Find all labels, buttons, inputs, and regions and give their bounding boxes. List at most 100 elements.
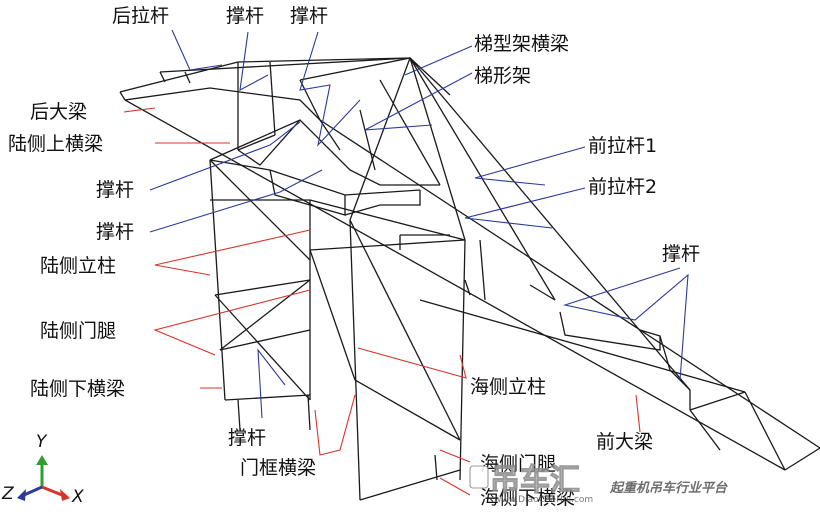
label-strut-top-2: 撑杆 (290, 5, 328, 27)
upper-strut-4 (237, 119, 301, 166)
component-labels: 后拉杆 撑杆 撑杆 梯型架横梁 梯形架 后大梁 陆侧上横梁 前拉杆1 前拉杆2 … (8, 5, 700, 509)
leader-land-column (154, 229, 311, 276)
rear-girder-edge (119, 91, 126, 101)
label-land-portal-leg: 陆侧门腿 (40, 320, 116, 342)
trolley-block (559, 311, 661, 351)
girder-top-edge (124, 99, 786, 471)
axis-x-label: X (71, 487, 84, 507)
leader-strut-left-1 (149, 121, 301, 191)
label-sea-lower-crossbeam: 海侧下横梁 (480, 487, 575, 509)
crane-wireframe (119, 57, 820, 501)
label-rear-girder: 后大梁 (30, 101, 87, 123)
rear-girder-underside (124, 87, 321, 121)
label-front-tie-rod-1: 前拉杆1 (588, 135, 657, 157)
upper-strut-2 (269, 61, 276, 136)
lower-leg-2 (307, 394, 311, 431)
leader-front-tie-rod-1 (474, 146, 586, 186)
upper-box-2 (344, 190, 421, 216)
girder-inner-2 (689, 391, 746, 411)
lower-leg-1 (237, 399, 241, 431)
leader-strut-left-2 (149, 169, 323, 233)
label-land-lower-crossbeam: 陆侧下横梁 (30, 378, 125, 400)
upper-box (269, 169, 346, 216)
label-land-upper-crossbeam: 陆侧上横梁 (8, 133, 103, 155)
leader-strut-right (562, 267, 689, 381)
rear-girder-outline (119, 57, 411, 93)
ladder-frame-brace (379, 79, 441, 186)
land-column-diag-2 (219, 279, 311, 351)
axis-z-arrow (23, 485, 43, 497)
axis-y-head (36, 455, 48, 465)
leader-rear-girder (123, 107, 156, 113)
sea-column-1 (349, 219, 361, 501)
girder-inner-4 (744, 391, 786, 471)
leader-strut-bottom (257, 348, 286, 419)
leader-sea-lower-crossbeam (439, 477, 471, 496)
label-land-column: 陆侧立柱 (40, 255, 116, 277)
rear-girder-link (184, 71, 191, 84)
upper-strut-6 (319, 119, 341, 151)
watermark-logo-mark (469, 465, 489, 489)
land-column-diag-1 (214, 294, 311, 401)
coordinate-axes: Y Z X (1, 432, 84, 507)
label-strut-left-1: 撑杆 (96, 179, 134, 201)
watermark: 吊车汇 www.DiaoCheHui.com 起重机吊车行业平台 (469, 462, 728, 505)
label-door-frame-beam: 门框横梁 (240, 457, 316, 479)
leader-sea-portal-leg (439, 449, 471, 463)
leader-front-tie-rod-2 (464, 187, 586, 229)
label-sea-column: 海侧立柱 (470, 376, 546, 398)
land-column-brace-5 (224, 394, 311, 401)
sea-column-diag (349, 219, 461, 441)
sea-column-2 (459, 239, 466, 481)
axis-y-label: Y (36, 432, 48, 452)
watermark-brand: 吊车汇 (490, 463, 580, 498)
leader-strut-top-2 (299, 31, 361, 147)
girder-mid-box-5 (529, 284, 556, 301)
sea-column-brace-4 (359, 469, 461, 501)
upper-strut-3 (237, 134, 276, 151)
leader-ladder-frame (364, 72, 473, 131)
blue-leader-lines (149, 29, 689, 419)
sea-column-brace-3 (354, 379, 461, 441)
ladder-frame-front-leg (409, 57, 466, 241)
axis-x-head (60, 489, 70, 501)
leader-door-frame-beam (314, 394, 356, 456)
upper-strut-7 (359, 109, 376, 171)
upper-frame-back (209, 119, 440, 186)
axis-x-arrow (41, 485, 63, 497)
upper-frame-front (209, 159, 421, 196)
land-column-brace-4 (219, 329, 311, 351)
sea-column-brace-5 (309, 199, 466, 241)
leader-land-portal-leg (153, 289, 311, 356)
sea-column-brace-2 (309, 249, 356, 381)
label-strut-right: 撑杆 (662, 243, 700, 265)
lower-leg-3 (434, 454, 438, 481)
axis-z-head (17, 489, 26, 501)
front-tie-rod-1-member (409, 57, 691, 391)
label-rear-tie-rod: 后拉杆 (112, 5, 169, 27)
label-front-girder: 前大梁 (596, 431, 653, 453)
land-column-1 (209, 159, 226, 401)
label-ladder-frame: 梯形架 (474, 65, 531, 87)
leader-front-girder (635, 394, 641, 433)
label-strut-top-1: 撑杆 (226, 5, 264, 27)
sea-column-brace-1 (309, 239, 466, 251)
axis-z-label: Z (1, 484, 14, 504)
leader-strut-top-1 (239, 31, 269, 91)
label-strut-left-2: 撑杆 (96, 221, 134, 243)
land-column-brace-1 (209, 159, 311, 261)
leader-rear-tie-rod (171, 29, 223, 71)
rear-tie-rod-member (159, 57, 411, 73)
girder-inner-1 (419, 299, 746, 393)
land-column-brace-3 (214, 279, 311, 296)
girder-inner-3 (689, 409, 721, 451)
girder-tip (784, 447, 820, 471)
girder-mid-box-3 (464, 279, 471, 296)
leader-ladder-beam (404, 45, 473, 76)
watermark-url: www.DiaoCheHui.com (494, 495, 593, 505)
label-strut-bottom: 撑杆 (228, 427, 266, 449)
label-sea-portal-leg: 海侧门腿 (480, 453, 556, 475)
rear-girder-top (159, 71, 166, 83)
ladder-frame-rear-leg (349, 57, 411, 221)
girder-mid-box-4 (479, 239, 486, 301)
